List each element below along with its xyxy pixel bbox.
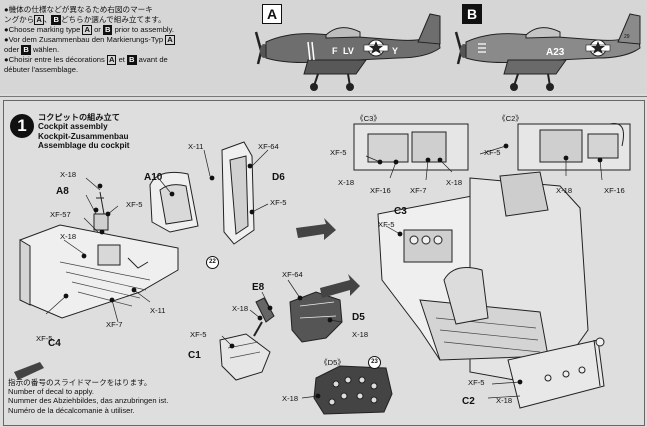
label-xf5-c2-assy: XF-5 bbox=[468, 378, 485, 387]
step-number: 1 bbox=[10, 114, 34, 138]
code-a-letter2: Y bbox=[392, 46, 398, 56]
decal-number-panel: 23 bbox=[368, 356, 381, 369]
note-fr-line2: débuter l'assemblage. bbox=[4, 64, 79, 74]
label-c3-inset: 《C3》 bbox=[356, 114, 381, 123]
section-divider bbox=[0, 96, 647, 97]
legend-de: Nummer des Abziehbildes, das anzubringen… bbox=[8, 396, 169, 406]
label-x18-c3b: X-18 bbox=[446, 178, 463, 187]
label-xf16-c2: XF-16 bbox=[604, 186, 625, 195]
inset-d5 bbox=[313, 365, 393, 415]
variant-a-tag: A bbox=[262, 4, 282, 24]
part-c2 bbox=[507, 339, 605, 409]
variant-a-aircraft[interactable]: A F bbox=[248, 4, 444, 92]
decal-legend: 指示の番号のスライドマークをはります。 Number of decal to a… bbox=[8, 378, 168, 415]
label-d6: D6 bbox=[272, 172, 285, 183]
label-xf5-c2: XF-5 bbox=[484, 148, 501, 157]
label-c3: C3 bbox=[394, 206, 407, 217]
legend-en: Number of decal to apply. bbox=[8, 387, 94, 397]
code-a-letters: LV bbox=[343, 46, 354, 56]
label-xf57: XF-57 bbox=[50, 210, 71, 219]
variant-b-box: B bbox=[51, 14, 61, 25]
label-c1: C1 bbox=[188, 350, 201, 361]
label-c4: C4 bbox=[48, 338, 61, 349]
note-fr-line1: ●Choisir entre les décorations A et B av… bbox=[4, 54, 168, 65]
step-title-ja: コクピットの組み立て bbox=[38, 113, 120, 122]
label-xf5-c4: XF-5 bbox=[36, 334, 53, 343]
label-d5: D5 bbox=[352, 312, 365, 323]
label-xf7-a: XF-7 bbox=[106, 320, 123, 329]
decal-number-seat: 22 bbox=[206, 256, 219, 269]
variant-b-tag: B bbox=[462, 4, 482, 24]
legend-fr: Numéro de la décalcomanie à utiliser. bbox=[8, 405, 135, 415]
label-xf5-c3-assy: XF-5 bbox=[378, 220, 395, 229]
variant-b-aircraft[interactable]: B A23 29 bbox=[448, 4, 644, 92]
label-x18-a: X-18 bbox=[60, 170, 77, 179]
part-c4-floor bbox=[19, 224, 179, 319]
code-a-letter: F bbox=[332, 46, 338, 56]
label-xf5-c1: XF-5 bbox=[190, 330, 207, 339]
label-a8: A8 bbox=[56, 186, 69, 197]
note-de-line1: ●Vor dem Zusammenbau den Markierungs-Typ… bbox=[4, 34, 175, 45]
flow-arrow-1 bbox=[296, 218, 336, 240]
aircraft-a-icon: F LV Y bbox=[254, 13, 441, 91]
label-a10: A10 bbox=[144, 172, 163, 183]
label-x18-d5: X-18 bbox=[352, 330, 369, 339]
label-c2-inset: 《C2》 bbox=[498, 114, 523, 123]
legend-ja: 指示の番号のスライドマークをはります。 bbox=[8, 378, 152, 387]
label-e8: E8 bbox=[252, 282, 265, 293]
label-xf5-armor: XF-5 bbox=[270, 198, 287, 207]
part-e8-stick bbox=[255, 297, 275, 323]
serial-b: 29 bbox=[624, 34, 630, 40]
label-xf16-c3: XF-16 bbox=[370, 186, 391, 195]
label-d5-inset: 《D5》 bbox=[320, 358, 345, 367]
label-x11-top: X-11 bbox=[188, 142, 204, 151]
step-title-de: Kockpit-Zusammenbau bbox=[38, 131, 129, 141]
code-b: A23 bbox=[546, 47, 565, 58]
part-a8 bbox=[93, 213, 109, 231]
part-c1 bbox=[219, 333, 271, 381]
label-xf64-b: XF-64 bbox=[282, 270, 303, 279]
aircraft-b-icon: A23 29 bbox=[454, 13, 641, 91]
step-titles: コクピットの組み立て Cockpit assembly Kockpit-Zusa… bbox=[38, 113, 129, 151]
label-x11-b: X-11 bbox=[150, 306, 166, 315]
label-xf5-seat: XF-5 bbox=[126, 200, 143, 209]
variant-a-box: A bbox=[34, 14, 44, 25]
label-x18-c2: X-18 bbox=[556, 186, 573, 195]
label-x18-b: X-18 bbox=[60, 232, 77, 241]
label-x18-d5-inset: X-18 bbox=[282, 394, 299, 403]
flow-arrow-2 bbox=[320, 274, 360, 298]
label-x18-e8: X-18 bbox=[232, 304, 249, 313]
legend-arrow-icon bbox=[14, 362, 44, 380]
note-de-line2: oder B wählen. bbox=[4, 44, 60, 55]
label-xf7-c3: XF-7 bbox=[410, 186, 427, 195]
label-xf64-top: XF-64 bbox=[258, 142, 279, 151]
label-c2: C2 bbox=[462, 396, 475, 407]
note-en: ●Choose marking type A or B prior to ass… bbox=[4, 24, 174, 35]
label-x18-c2-assy: X-18 bbox=[496, 396, 513, 405]
step-title-en: Cockpit assembly bbox=[38, 122, 108, 132]
note-ja-line1: ●機体の仕様などが異なるため右図のマーキ bbox=[4, 5, 153, 14]
label-x18-c3: X-18 bbox=[338, 178, 355, 187]
label-xf5-c3: XF-5 bbox=[330, 148, 347, 157]
step-title-fr: Assemblage du cockpit bbox=[38, 141, 130, 151]
